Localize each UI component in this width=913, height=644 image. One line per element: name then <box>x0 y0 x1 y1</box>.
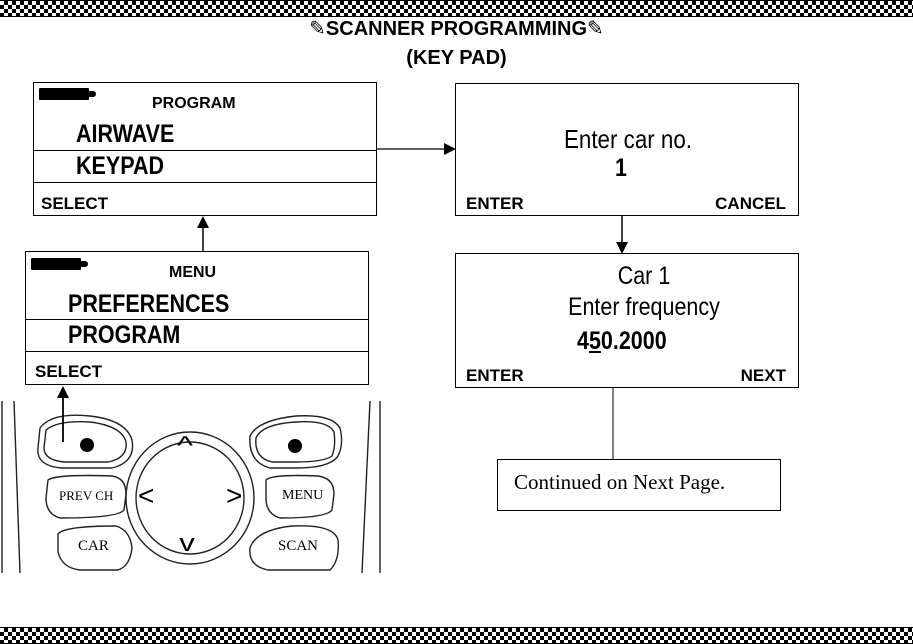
continued-note: Continued on Next Page. <box>497 459 781 511</box>
right-arrow-key[interactable]: > <box>226 480 243 511</box>
frequency-digits: 0.2000 <box>600 327 667 355</box>
keypad-illustration <box>1 400 381 574</box>
prev-ch-key[interactable]: PREV CH <box>59 488 114 503</box>
program-item-row: KEYPAD <box>34 151 376 183</box>
left-dot-icon <box>80 438 94 452</box>
program-screen: PROGRAM AIRWAVE KEYPAD SELECT <box>33 82 377 216</box>
menu-screen: MENU PREFERENCES PROGRAM SELECT <box>25 251 369 385</box>
frequency-value[interactable]: 450.2000 <box>577 327 667 356</box>
page-subtitle: (KEY PAD) <box>406 47 507 69</box>
battery-icon <box>39 88 96 100</box>
menu-item-row: PROGRAM <box>26 320 368 352</box>
menu-key[interactable]: MENU <box>282 488 324 503</box>
program-item-keypad[interactable]: KEYPAD <box>76 152 165 180</box>
up-arrow-key[interactable]: ^ <box>177 430 194 460</box>
page-title: ✎SCANNER PROGRAMMING✎ <box>309 18 604 40</box>
menu-item-program[interactable]: PROGRAM <box>68 321 181 349</box>
car-number-prompt: Enter car no. <box>563 124 693 154</box>
frequency-prompt: Enter frequency <box>568 293 720 321</box>
battery-icon <box>31 258 88 270</box>
car-key[interactable]: CAR <box>78 538 109 554</box>
program-heading: PROGRAM <box>152 95 236 112</box>
menu-heading: MENU <box>169 264 217 281</box>
right-dot-icon <box>288 439 302 453</box>
program-select-softkey[interactable]: SELECT <box>41 194 109 213</box>
scan-key[interactable]: SCAN <box>278 538 319 554</box>
freq-next-softkey[interactable]: NEXT <box>740 366 786 385</box>
program-item-row: AIRWAVE <box>34 119 376 151</box>
car-cancel-softkey[interactable]: CANCEL <box>715 194 786 213</box>
left-arrow-key[interactable]: < <box>138 480 155 511</box>
freq-enter-softkey[interactable]: ENTER <box>466 366 524 385</box>
frequency-digit: 4 <box>577 327 589 355</box>
program-item-airwave[interactable]: AIRWAVE <box>76 120 175 148</box>
car-number-screen: Enter car no. 1 ENTER CANCEL <box>455 83 799 216</box>
car-number-value[interactable]: 1 <box>615 154 627 182</box>
frequency-screen: Car 1 Enter frequency 450.2000 ENTER NEX… <box>455 253 799 388</box>
menu-select-softkey[interactable]: SELECT <box>35 362 103 381</box>
car-label: Car 1 <box>617 262 671 290</box>
menu-item-preferences[interactable]: PREFERENCES <box>68 290 230 318</box>
frequency-cursor-digit: 5 <box>588 327 601 355</box>
down-arrow-key[interactable]: v <box>179 530 195 557</box>
bottom-border <box>0 627 913 644</box>
top-border <box>0 0 913 17</box>
menu-item-row: PREFERENCES <box>26 288 368 320</box>
car-enter-softkey[interactable]: ENTER <box>466 194 524 213</box>
